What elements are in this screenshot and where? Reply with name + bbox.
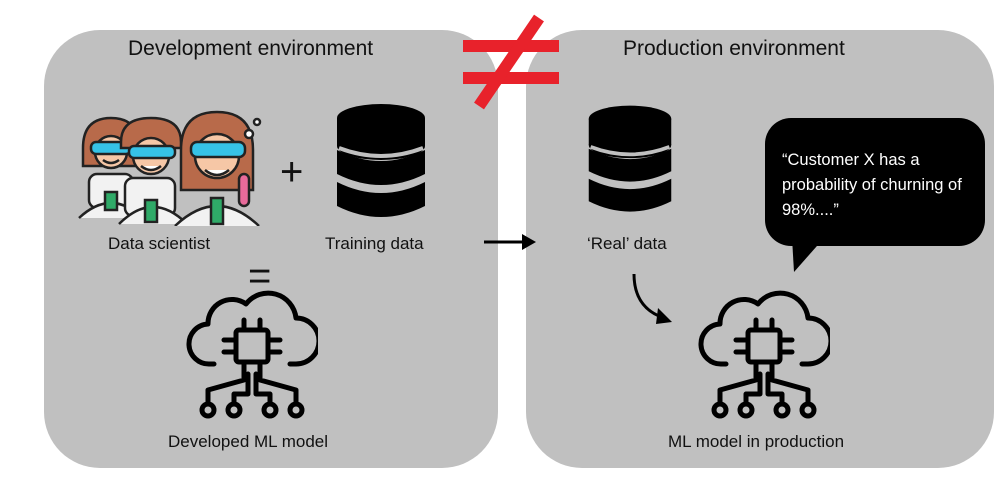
development-environment-title: Development environment — [128, 37, 374, 60]
plus-symbol: + — [280, 150, 304, 194]
speech-bubble-text: “Customer X has a probability of churnin… — [782, 151, 962, 219]
not-equal-icon — [463, 14, 559, 110]
production-environment-title: Production environment — [623, 37, 845, 60]
ml-model-production-label: ML model in production — [668, 432, 845, 451]
curved-arrow-icon — [632, 273, 672, 324]
data-scientist-label: Data scientist — [108, 234, 211, 253]
equals-symbol: = — [248, 254, 272, 298]
ml-model-cloud-icon — [186, 290, 318, 419]
training-data-label: Training data — [325, 234, 424, 253]
ml-model-production-icon — [698, 290, 830, 419]
real-data-label: ‘Real’ data — [587, 234, 667, 253]
real-database-icon — [588, 105, 672, 212]
data-scientist-icon — [78, 110, 262, 226]
developed-ml-model-label: Developed ML model — [168, 432, 329, 451]
arrow-right-icon — [484, 234, 536, 250]
speech-bubble — [765, 118, 985, 246]
database-icon — [337, 104, 425, 217]
speech-bubble-tail — [792, 238, 824, 272]
